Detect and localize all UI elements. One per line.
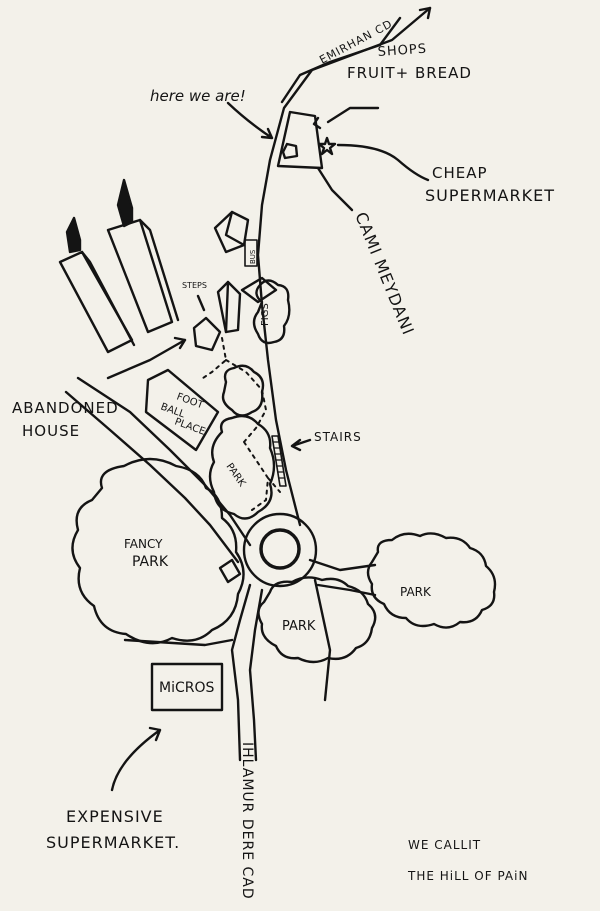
cheap-supermarket-star-icon <box>317 136 337 156</box>
micros-label: MiCROS <box>159 680 214 696</box>
expensive-leader <box>110 726 162 792</box>
main-road-edge <box>280 16 402 104</box>
football-place-field <box>144 368 220 452</box>
figs-label: FIGS <box>260 303 271 326</box>
steps-arrow <box>196 294 206 312</box>
ihlamur-label: IHLAMUR DERE CAD <box>239 742 255 900</box>
figs-tree <box>252 279 291 345</box>
fancy-park-outline <box>71 457 245 645</box>
stairs-label: STAIRS <box>314 430 362 444</box>
roundabout-inner <box>259 528 301 570</box>
footpath <box>199 337 281 511</box>
motto-line-2: THE HiLL OF PAiN <box>407 869 528 883</box>
ihlamur-road-edge <box>248 588 264 762</box>
cami-leader <box>316 166 354 212</box>
abandoned-leader <box>106 336 187 380</box>
bus-label: BUS <box>249 249 257 264</box>
cheap-leader <box>336 143 430 182</box>
south-right-road <box>313 578 332 702</box>
bus-stop-box <box>244 239 258 267</box>
tree-small <box>221 364 265 417</box>
building-steps-block <box>216 280 242 334</box>
stairs-leader <box>290 438 312 452</box>
south-left-road <box>123 638 234 647</box>
abandoned-house-building <box>192 316 222 352</box>
expensive-label: EXPENSIVE <box>66 807 164 826</box>
park-small-outline <box>208 414 276 520</box>
ihlamur-road <box>230 583 252 762</box>
north-arrow <box>418 6 432 20</box>
place-label: PLACE <box>173 416 207 437</box>
main-road <box>256 6 432 527</box>
tower-right <box>106 178 180 334</box>
building-steps-line <box>224 280 230 334</box>
building-top-inner <box>224 210 246 247</box>
fancy-park-label: PARK <box>132 554 169 570</box>
fancy-label: FANCY <box>124 537 163 551</box>
motto-line-1: WE CALLIT <box>408 838 481 852</box>
roundabout-outer <box>242 512 318 588</box>
building-top <box>213 210 250 254</box>
cami-label: CAMI MEYDANI <box>351 209 418 338</box>
stairs-steps <box>272 441 286 479</box>
park-center-outline <box>257 576 377 664</box>
square-kiosk <box>281 142 299 160</box>
here-label: here we are! <box>150 87 246 105</box>
steps-label: STEPS <box>182 281 207 290</box>
shops-label: SHOPS <box>377 42 427 60</box>
park-right-outline <box>366 532 497 629</box>
east-road-edge <box>316 583 377 597</box>
left-road-edge <box>64 390 240 564</box>
supermarket-expensive-label: SUPERMARKET. <box>46 833 180 852</box>
here-arrow <box>226 101 274 140</box>
fancy-park-kiosk <box>218 558 242 584</box>
cheap-label: CHEAP <box>432 164 488 182</box>
east-road <box>308 558 377 572</box>
shops-leader <box>326 106 380 124</box>
stairs-rail <box>271 435 287 487</box>
park-center-label: PARK <box>282 619 316 634</box>
park-small-label: PARK <box>224 461 248 489</box>
square-triangle <box>276 110 324 170</box>
left-road <box>76 376 252 547</box>
fruit-bread-label: FRUIT+ BREAD <box>347 64 472 82</box>
supermarket-cheap-label: SUPERMARKET <box>425 186 555 205</box>
building-gate <box>240 276 278 304</box>
micros-store <box>150 662 224 712</box>
abandoned-label: ABANDONED <box>12 399 119 417</box>
tower-left <box>58 216 136 354</box>
shops-marker <box>312 116 322 130</box>
house-label: HOUSE <box>22 422 80 440</box>
park-right-label: PARK <box>400 585 432 599</box>
